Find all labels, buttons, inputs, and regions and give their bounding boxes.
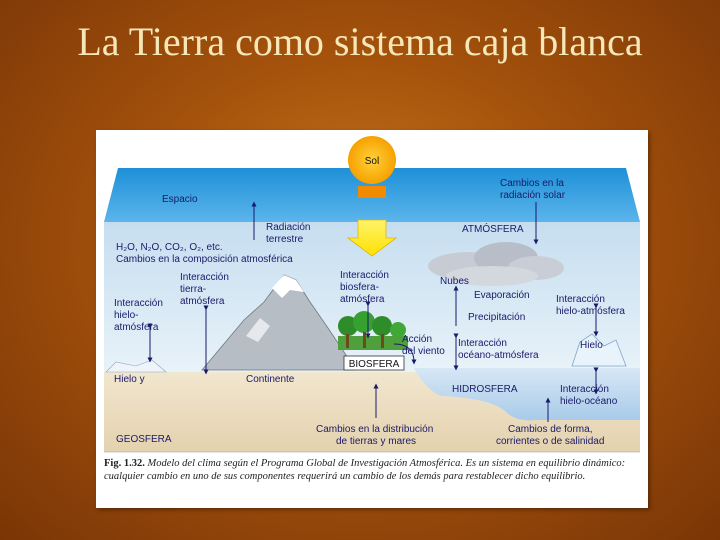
label-cambios-dist-1: Cambios en la distribución [316, 424, 433, 435]
label-int-tierra-1: Interacción [180, 272, 229, 283]
label-precipitacion: Precipitación [468, 312, 525, 323]
label-hielo-r: Hielo [580, 340, 603, 351]
label-accion-1: Acción [402, 334, 432, 345]
label-evaporacion: Evaporación [474, 290, 530, 301]
label-int-bio-2: biosfera- [340, 282, 379, 293]
clouds-icon [428, 242, 564, 286]
solar-radiation-beam [346, 219, 398, 257]
figure-number: Fig. 1.32. [104, 458, 145, 469]
label-int-oceano-1: Interacción [458, 338, 507, 349]
climate-diagram-figure: Sol Espacio Cambios en la radiación sola… [96, 130, 648, 508]
label-int-oceano-2: océano-atmósfera [458, 350, 539, 361]
label-int-bio-3: atmósfera [340, 294, 385, 305]
label-int-tierra-2: tierra- [180, 284, 206, 295]
label-hielo-y: Hielo y [114, 374, 145, 385]
label-radiacion-2: terrestre [266, 234, 304, 245]
label-cambios-dist-2: de tierras y mares [336, 436, 416, 447]
sun-icon [348, 136, 396, 184]
label-int-hielo-atm-r-1: Interacción [556, 294, 605, 305]
label-int-hielo-1: Interacción [114, 298, 163, 309]
label-atmosfera: ATMÓSFERA [462, 222, 524, 235]
label-espacio: Espacio [162, 194, 198, 205]
figure-caption-text: Modelo del clima según el Programa Globa… [104, 458, 626, 482]
label-int-hielo-oceano-1: Interacción [560, 384, 609, 395]
label-biosfera: BIOSFERA [349, 359, 400, 370]
ice-icon [571, 333, 627, 367]
label-cambios-forma-1: Cambios de forma, [508, 424, 592, 435]
label-gases: H₂O, N₂O, CO₂, O₂, etc. [116, 242, 223, 253]
label-radiacion-1: Radiación [266, 222, 310, 233]
label-nubes: Nubes [440, 276, 469, 287]
label-accion-2: del viento [402, 346, 445, 357]
label-int-hielo-2: hielo- [114, 310, 138, 321]
label-int-hielo-oceano-2: hielo-océano [560, 396, 618, 407]
biosphere-box [343, 355, 405, 371]
label-cambios-forma-2: corrientes o de salinidad [496, 436, 604, 447]
figure-caption: Fig. 1.32. Modelo del clima según el Pro… [104, 458, 640, 483]
label-int-tierra-3: atmósfera [180, 296, 225, 307]
label-hidrosfera: HIDROSFERA [452, 384, 518, 395]
label-int-bio-1: Interacción [340, 270, 389, 281]
ice-left-icon [105, 359, 167, 373]
label-int-hielo-atm-r-2: hielo-atmósfera [556, 306, 625, 317]
label-geosfera: GEOSFERA [116, 434, 172, 445]
label-cambios-radiacion-1: Cambios en la [500, 178, 564, 189]
climate-diagram: Sol Espacio Cambios en la radiación sola… [104, 136, 640, 453]
label-int-hielo-3: atmósfera [114, 322, 159, 333]
slide-title: La Tierra como sistema caja blanca [0, 18, 720, 66]
label-cambios-radiacion-2: radiación solar [500, 190, 566, 201]
label-cambios-composicion: Cambios en la composición atmosférica [116, 254, 293, 265]
slide-title-text: La Tierra como sistema caja blanca [77, 19, 643, 64]
label-sol: Sol [365, 156, 379, 167]
hydrosphere-ocean [414, 368, 640, 421]
label-continente: Continente [246, 374, 295, 385]
